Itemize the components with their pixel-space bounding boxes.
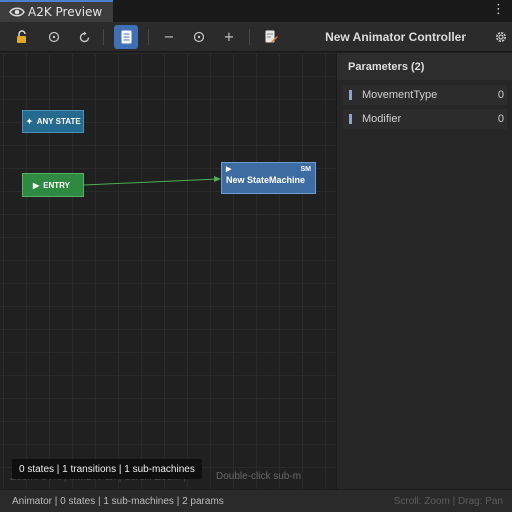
target-icon <box>193 31 205 43</box>
canvas-hint-secondary: Double-click sub-m <box>216 471 302 482</box>
tab-a2k-preview[interactable]: A2K Preview <box>0 0 113 22</box>
controller-title: New Animator Controller <box>325 30 466 44</box>
sub-machine-badge: SM <box>300 166 312 173</box>
plus-icon: ✦ <box>26 117 33 126</box>
entry-label: ENTRY <box>43 180 70 190</box>
target-button[interactable] <box>42 25 66 49</box>
play-icon: ▶ <box>33 180 40 190</box>
graph-canvas[interactable]: ✦ ANY STATE ▶ ENTRY ▶ SM New StateMachin… <box>0 53 336 489</box>
target-icon <box>48 31 60 43</box>
zoom-in-button[interactable]: + <box>223 29 235 45</box>
eye-icon <box>9 7 25 17</box>
parameter-row[interactable]: Modifier 0 <box>343 109 507 129</box>
edit-document-button[interactable] <box>259 25 283 49</box>
transition-arrow-icon <box>214 176 221 182</box>
parameter-row[interactable]: MovementType 0 <box>343 85 507 105</box>
tab-bar: A2K Preview ⋮ <box>0 0 512 22</box>
toolbar: − + New Animator Controller <box>0 22 512 52</box>
transition-layer <box>83 176 221 186</box>
int-type-icon <box>349 114 352 124</box>
transition-line[interactable] <box>83 178 219 186</box>
parameter-name: Modifier <box>362 113 402 125</box>
entry-node[interactable]: ▶ ENTRY <box>22 173 84 197</box>
toolbar-separator <box>148 29 149 45</box>
parameters-panel: Parameters (2) MovementType 0 Modifier 0 <box>336 53 512 489</box>
parameter-name: MovementType <box>362 89 438 101</box>
play-icon: ▶ <box>226 166 232 173</box>
any-state-node[interactable]: ✦ ANY STATE <box>22 110 84 133</box>
sub-machine-label: New StateMachine <box>226 175 306 185</box>
settings-button[interactable] <box>489 25 512 49</box>
zoom-reset-button[interactable] <box>187 25 211 49</box>
parameter-value[interactable]: 0 <box>497 113 504 125</box>
parameter-value[interactable]: 0 <box>497 89 504 101</box>
int-type-icon <box>349 90 352 100</box>
kebab-icon[interactable]: ⋮ <box>492 2 505 17</box>
document-icon <box>121 30 131 44</box>
gear-icon <box>496 32 506 42</box>
refresh-icon <box>79 31 89 42</box>
any-state-label: ANY STATE <box>36 117 81 126</box>
toolbar-separator <box>249 29 250 45</box>
edit-document-icon <box>265 30 278 43</box>
lock-button[interactable] <box>10 25 34 49</box>
lock-icon <box>17 30 26 43</box>
parameters-header: Parameters (2) <box>337 53 512 80</box>
status-hint: Scroll: Zoom | Drag: Pan <box>393 496 503 507</box>
zoom-out-button[interactable]: − <box>163 29 175 45</box>
refresh-button[interactable] <box>72 25 96 49</box>
status-text: Animator | 0 states | 1 sub-machines | 2… <box>12 495 224 507</box>
toolbar-separator <box>103 29 104 45</box>
status-bar: Animator | 0 states | 1 sub-machines | 2… <box>0 489 512 512</box>
sub-machine-node[interactable]: ▶ SM New StateMachine <box>221 162 316 194</box>
tab-title: A2K Preview <box>28 5 103 19</box>
graph-stats-overlay: 0 states | 1 transitions | 1 sub-machine… <box>12 459 202 479</box>
document-button[interactable] <box>114 25 138 49</box>
